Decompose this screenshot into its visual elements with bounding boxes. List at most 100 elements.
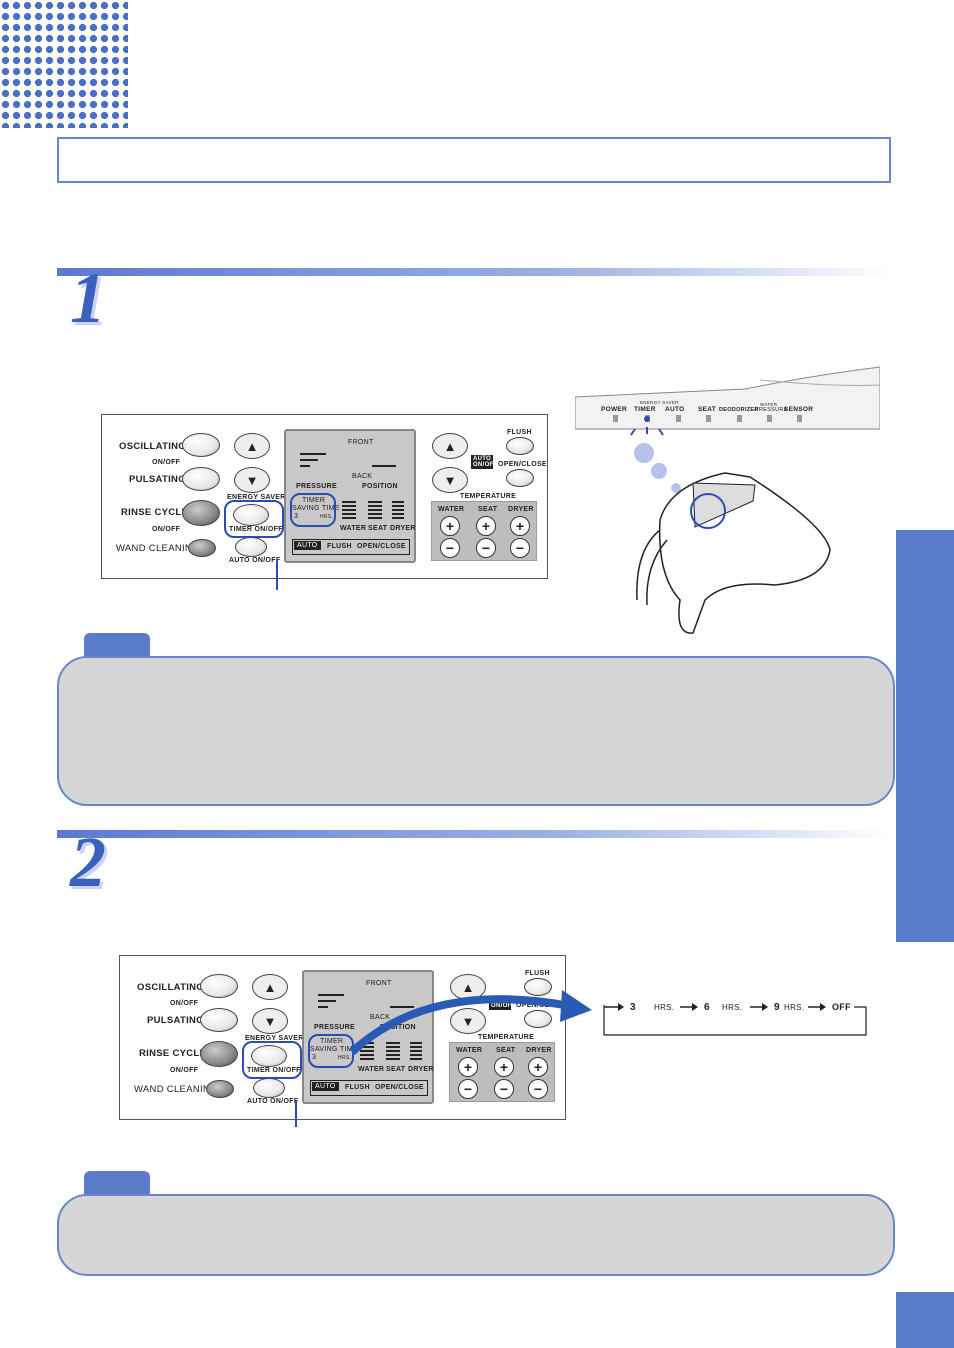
temperature-box: WATER SEAT DRYER + + + − − − — [449, 1042, 555, 1102]
arrow-head — [560, 990, 592, 1022]
auto-badge: AUTO ON/OFF — [471, 455, 498, 469]
position-down-button[interactable]: ▼ — [432, 467, 468, 493]
timer-on-off-button[interactable] — [251, 1045, 287, 1067]
oscillating-button[interactable] — [182, 433, 220, 457]
back-label: BACK — [352, 473, 373, 480]
seat-level — [368, 501, 382, 521]
wand-cleaning-button[interactable] — [188, 539, 216, 557]
oscillating-button[interactable] — [200, 974, 238, 998]
minus-icon: − — [533, 1081, 543, 1097]
oscillating-label: OSCILLATING — [119, 441, 186, 452]
auto-on-off-label: AUTO ON/OFF — [247, 1098, 299, 1105]
flush-button[interactable] — [506, 437, 534, 455]
seat-minus-button[interactable]: − — [494, 1079, 514, 1099]
timer-seat-label: TIMER — [634, 406, 656, 413]
pressure-down-button[interactable]: ▼ — [234, 467, 270, 493]
auto-mode-label: AUTO — [294, 541, 321, 550]
dryer-lcd-label: DRYER — [390, 525, 416, 532]
page-number-tab — [896, 1292, 954, 1348]
pulsating-button[interactable] — [182, 467, 220, 491]
dryer-lcd-label: DRYER — [408, 1066, 434, 1073]
wand-cleaning-label: WAND CLEANING — [116, 543, 200, 554]
flush-mode-label: FLUSH — [327, 543, 352, 550]
minus-icon: − — [463, 1081, 473, 1097]
open-close-mode-label: OPEN/CLOSE — [375, 1084, 424, 1091]
lcd-mode-row: AUTO FLUSH OPEN/CLOSE — [310, 1080, 428, 1096]
pressure-down-button[interactable]: ▼ — [252, 1008, 288, 1034]
seat-minus-button[interactable]: − — [476, 538, 496, 558]
seat-plus-button[interactable]: + — [476, 516, 496, 536]
water-level — [342, 501, 356, 521]
pulsating-label: PULSATING — [147, 1015, 204, 1026]
water-plus-button[interactable]: + — [440, 516, 460, 536]
seat-plus-button[interactable]: + — [494, 1057, 514, 1077]
zoom-bubble — [634, 443, 654, 463]
note-tab-2 — [84, 1171, 150, 1195]
lcd-mode-row: AUTO FLUSH OPEN/CLOSE — [292, 539, 410, 555]
sensor-label: SENSOR — [784, 406, 814, 413]
rinse-cycle-label: RINSE CYCLE — [139, 1048, 207, 1059]
arrow-down-icon: ▼ — [461, 1013, 475, 1029]
timer-on-off-button[interactable] — [233, 504, 269, 526]
note-box-1 — [57, 656, 895, 806]
timer-lcd-highlight — [290, 493, 336, 527]
water-lcd-label: WATER — [358, 1066, 385, 1073]
saving-time-label: SAVING TIME — [310, 1046, 358, 1053]
seat-lcd-label: SEAT — [368, 525, 388, 532]
pulsating-label: PULSATING — [129, 474, 186, 485]
rinse-cycle-button[interactable] — [200, 1041, 238, 1067]
dryer-temp-label: DRYER — [526, 1047, 552, 1054]
open-close-button[interactable] — [524, 1010, 552, 1028]
timer-highlight — [242, 1041, 302, 1079]
water-minus-button[interactable]: − — [440, 538, 460, 558]
dryer-minus-button[interactable]: − — [510, 538, 530, 558]
arrow-down-icon: ▼ — [263, 1013, 277, 1029]
water-plus-button[interactable]: + — [458, 1057, 478, 1077]
auto-on-off-button[interactable] — [235, 537, 267, 557]
deodorizer-label: DEODORIZER — [719, 407, 759, 413]
auto-on-off-button[interactable] — [253, 1078, 285, 1098]
water-pressure-label: PRESSURE — [755, 407, 788, 413]
water-minus-button[interactable]: − — [458, 1079, 478, 1099]
timer-on-off-label: TIMER ON/OFF — [247, 1067, 301, 1074]
position-down-button[interactable]: ▼ — [450, 1008, 486, 1034]
cycle-arrow-head — [820, 1003, 826, 1011]
position-up-button[interactable]: ▲ — [450, 974, 486, 1000]
pressure-up-button[interactable]: ▲ — [234, 433, 270, 459]
wand-cleaning-button[interactable] — [206, 1080, 234, 1098]
seat-panel-edge — [759, 379, 880, 386]
timer-light-icon — [644, 416, 650, 422]
pressure-label: PRESSURE — [296, 483, 337, 490]
pressure-bar — [318, 1000, 336, 1002]
back-label: BACK — [370, 1014, 391, 1021]
zoom-bubble — [651, 463, 667, 479]
open-close-button[interactable] — [506, 469, 534, 487]
auto-mode-label: AUTO — [312, 1082, 339, 1091]
pulsating-button[interactable] — [200, 1008, 238, 1032]
timer-value: 3 — [312, 1054, 317, 1061]
note-tab-1 — [84, 633, 150, 657]
arrow-down-icon: ▼ — [443, 472, 457, 488]
temperature-label: TEMPERATURE — [478, 1034, 535, 1041]
water-lcd-label: WATER — [340, 525, 367, 532]
plus-icon: + — [481, 518, 491, 534]
dryer-temp-label: DRYER — [508, 506, 534, 513]
arrow-up-icon: ▲ — [245, 438, 259, 454]
arrow-shaft — [349, 995, 571, 1055]
pressure-up-button[interactable]: ▲ — [252, 974, 288, 1000]
energy-saver-seat-label: ENERGY SAVER — [640, 400, 679, 405]
position-bar — [390, 1006, 414, 1008]
position-up-button[interactable]: ▲ — [432, 433, 468, 459]
dryer-minus-button[interactable]: − — [528, 1079, 548, 1099]
decorative-dot-pattern — [0, 0, 128, 128]
pressure-bar — [300, 453, 326, 455]
flush-label: FLUSH — [507, 429, 532, 436]
rinse-cycle-button[interactable] — [182, 500, 220, 526]
on-off-label: ON/OFF — [170, 1000, 199, 1007]
position-bar — [372, 465, 396, 467]
dryer-plus-button[interactable]: + — [528, 1057, 548, 1077]
minus-icon: − — [499, 1081, 509, 1097]
auto-on-off-label: AUTO ON/OFF — [229, 557, 281, 564]
dryer-plus-button[interactable]: + — [510, 516, 530, 536]
flush-button[interactable] — [524, 978, 552, 996]
